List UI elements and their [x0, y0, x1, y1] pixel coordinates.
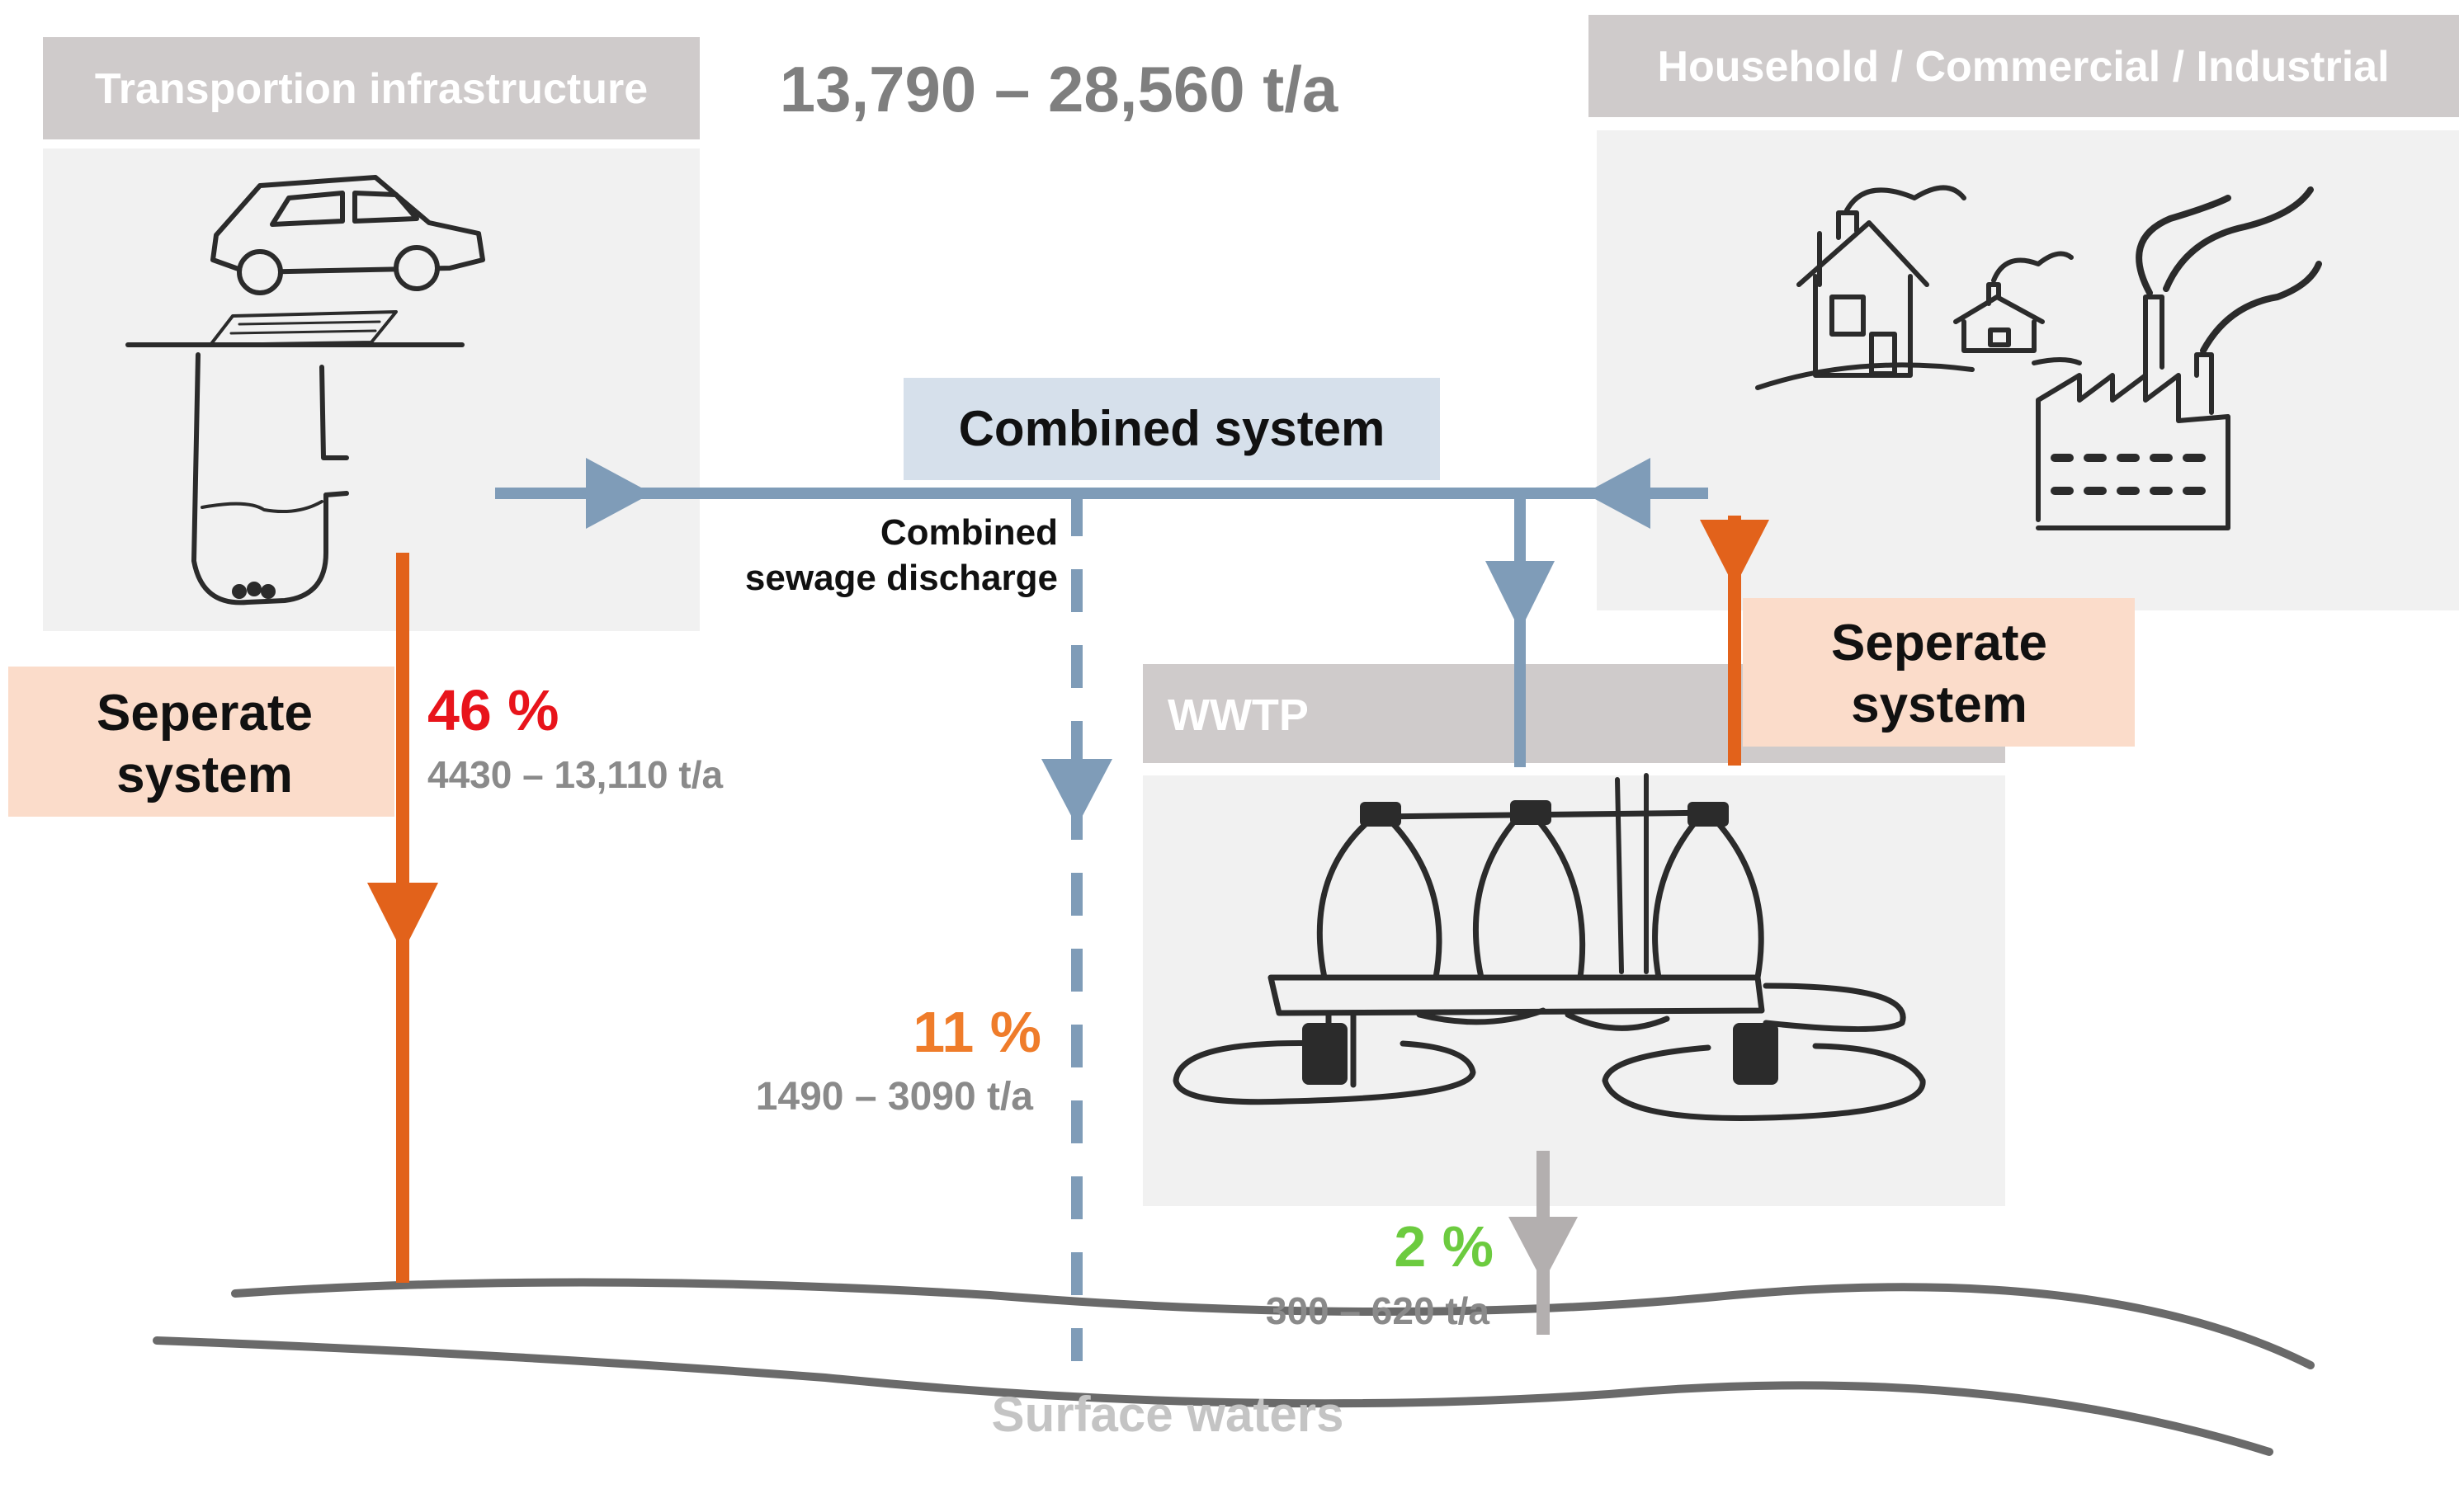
separate-left-line1: Seperate [97, 685, 313, 742]
wwtp-outflow-arrow [1508, 1217, 1578, 1283]
combined-system-box [904, 378, 1440, 480]
csd-label-line1: Combined [880, 512, 1058, 553]
separate-right-arrow [1700, 520, 1769, 587]
household-label: Household / Commercial / Industrial [1657, 43, 2389, 91]
transport-label: Transportion infrastructure [95, 65, 648, 113]
combined-to-wwtp-arrow [1485, 561, 1555, 631]
car-drain-illustration [125, 175, 485, 605]
total-emissions: 13,790 – 28,560 t/a [780, 53, 1338, 125]
surface-waters-label: Surface waters [992, 1387, 1344, 1442]
separate-percent: 46 % [427, 678, 559, 742]
separate-left-box [8, 667, 394, 817]
wwtp-percent: 2 % [1394, 1214, 1494, 1279]
csd-arrow [1041, 759, 1112, 827]
houses-factory-illustration [1755, 185, 2322, 530]
wwtp-label: WWTP [1168, 690, 1309, 740]
separate-right-line1: Seperate [1831, 615, 2047, 671]
combined-system-label: Combined system [959, 401, 1385, 456]
separate-left-arrow [367, 883, 438, 953]
transport-panel [43, 148, 700, 631]
surface-water-upper [231, 1278, 2315, 1369]
transport-label-box [43, 37, 700, 139]
separate-right-line2: system [1851, 676, 2027, 733]
csd-percent: 11 % [913, 1000, 1041, 1064]
surface-water-lower [153, 1336, 2273, 1456]
inflow-arrow-right [1584, 458, 1650, 529]
inflow-arrow-left [586, 458, 652, 529]
wwtp-range: 300 – 620 t/a [1266, 1289, 1490, 1332]
separate-range: 4430 – 13,110 t/a [427, 753, 724, 796]
separate-left-line2: system [116, 747, 293, 803]
wwtp-tanks-illustration [1173, 773, 1926, 1121]
csd-label-line2: sewage discharge [745, 558, 1058, 598]
csd-range: 1490 – 3090 t/a [756, 1075, 1034, 1119]
separate-right-box [1743, 598, 2135, 747]
wwtp-tank-caps [1302, 800, 1778, 1085]
household-label-box [1588, 15, 2459, 117]
